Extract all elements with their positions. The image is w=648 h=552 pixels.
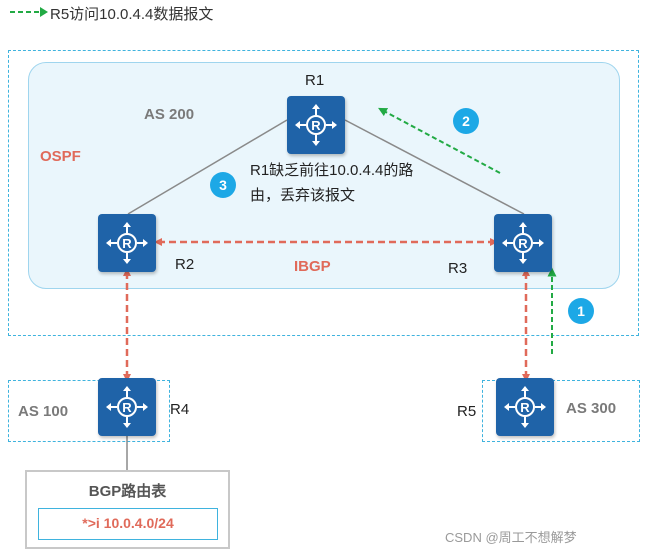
router-icon: R bbox=[295, 104, 337, 146]
svg-text:R: R bbox=[122, 236, 132, 251]
bgp-route-entry: *>i 10.0.4.0/24 bbox=[38, 508, 218, 540]
as200-area bbox=[8, 50, 639, 336]
router-r4: R bbox=[98, 378, 156, 436]
svg-text:R: R bbox=[520, 400, 530, 415]
router-r3-label: R3 bbox=[448, 260, 468, 277]
router-icon: R bbox=[502, 222, 544, 264]
router-r3: R bbox=[494, 214, 552, 272]
as300-label: AS 300 bbox=[566, 400, 617, 417]
drop-note-line1: R1缺乏前往10.0.4.4的路 bbox=[250, 162, 414, 179]
step-badge-3: 3 bbox=[210, 172, 236, 198]
router-icon: R bbox=[504, 386, 546, 428]
router-r5: R bbox=[496, 378, 554, 436]
as100-label: AS 100 bbox=[18, 403, 69, 420]
legend-green-arrow-icon bbox=[10, 7, 48, 17]
step-badge-2: 2 bbox=[453, 108, 479, 134]
legend-label: R5访问10.0.4.4数据报文 bbox=[50, 6, 214, 23]
router-r5-label: R5 bbox=[457, 403, 477, 420]
router-r2-label: R2 bbox=[175, 256, 195, 273]
as300-area bbox=[482, 380, 640, 442]
router-r1-label: R1 bbox=[305, 72, 325, 89]
router-icon: R bbox=[106, 386, 148, 428]
drop-note: R1缺乏前往10.0.4.4的路 由，丢弃该报文 bbox=[250, 158, 413, 208]
bgp-table-title: BGP路由表 bbox=[88, 483, 167, 500]
as200-label: AS 200 bbox=[144, 106, 195, 123]
router-r2: R bbox=[98, 214, 156, 272]
ospf-label: OSPF bbox=[40, 148, 81, 165]
svg-text:R: R bbox=[518, 236, 528, 251]
svg-text:R: R bbox=[122, 400, 132, 415]
watermark: CSDN @周工不想解梦 bbox=[445, 530, 577, 545]
data-flow-r3-r1 bbox=[378, 107, 501, 174]
router-r1: R bbox=[287, 96, 345, 154]
link-r1-r2 bbox=[127, 119, 288, 215]
svg-text:R: R bbox=[311, 118, 321, 133]
router-r4-label: R4 bbox=[170, 401, 190, 418]
link-r1-r3 bbox=[344, 119, 525, 215]
drop-note-line2: 由，丢弃该报文 bbox=[250, 187, 356, 204]
as100-area bbox=[8, 380, 170, 442]
router-icon: R bbox=[106, 222, 148, 264]
bgp-table bbox=[25, 470, 230, 549]
ibgp-label: IBGP bbox=[294, 258, 331, 275]
step-badge-1: 1 bbox=[568, 298, 594, 324]
